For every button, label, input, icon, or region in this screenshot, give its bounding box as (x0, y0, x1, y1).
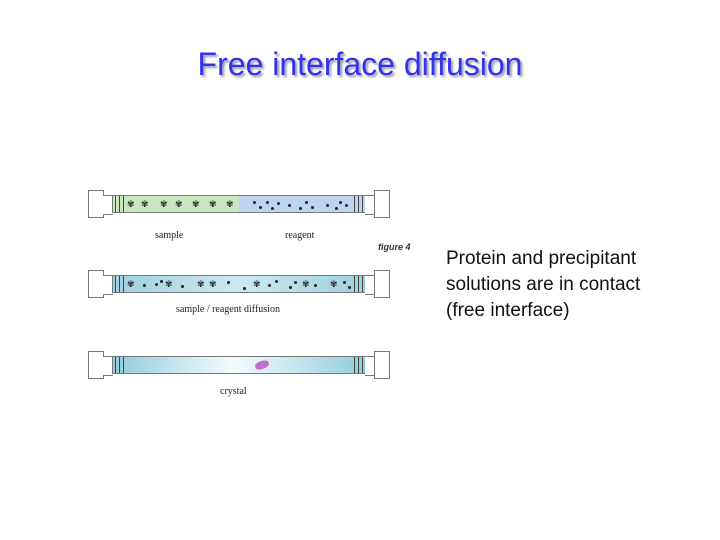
tube-body: ✾ ✾ ✾ ✾ ✾ ✾ ✾ (112, 195, 366, 213)
protein-icon: ✾ (160, 199, 168, 209)
tube-diffusion: ✾ ✾ ✾ ✾ ✾ ✾ ✾ (88, 270, 390, 300)
tube-cap-left (88, 190, 104, 218)
reagent-dot (253, 201, 256, 204)
tube-neck-left (103, 195, 113, 215)
equilibrated-solution (113, 357, 365, 373)
reagent-dot (275, 280, 278, 283)
reagent-dot (268, 284, 271, 287)
reagent-dot (343, 281, 346, 284)
plug-right (354, 276, 363, 292)
reagent-dot (266, 201, 269, 204)
tube-body (112, 356, 366, 374)
protein-icon: ✾ (302, 279, 310, 289)
protein-icon: ✾ (127, 199, 135, 209)
reagent-dot (181, 285, 184, 288)
figure-4: ✾ ✾ ✾ ✾ ✾ ✾ ✾ sample reagent figure 4 (88, 190, 428, 410)
reagent-dot (243, 287, 246, 290)
tube-cap-left (88, 270, 104, 298)
protein-icon: ✾ (175, 199, 183, 209)
plug-left (115, 196, 124, 212)
plug-left (115, 357, 124, 373)
protein-icon: ✾ (197, 279, 205, 289)
reagent-dot (326, 204, 329, 207)
sample-solution (113, 196, 239, 212)
mixed-solution (113, 276, 365, 292)
plug-left (115, 276, 124, 292)
protein-icon: ✾ (226, 199, 234, 209)
description-line: Protein and precipitant (446, 248, 637, 269)
reagent-dot (227, 281, 230, 284)
reagent-dot (288, 204, 291, 207)
reagent-dot (289, 286, 292, 289)
protein-icon: ✾ (192, 199, 200, 209)
tube-cap-left (88, 351, 104, 379)
reagent-dot (160, 280, 163, 283)
tube-cap-right (374, 351, 390, 379)
label-sample: sample (155, 230, 184, 241)
reagent-dot (271, 207, 274, 210)
reagent-dot (259, 206, 262, 209)
reagent-dot (305, 201, 308, 204)
figure-label: figure 4 (378, 242, 411, 252)
reagent-dot (335, 207, 338, 210)
reagent-dot (345, 204, 348, 207)
protein-icon: ✾ (165, 279, 173, 289)
tube-neck-right (365, 275, 375, 295)
tube-cap-right (374, 270, 390, 298)
label-crystal: crystal (220, 386, 247, 397)
reagent-dot (299, 207, 302, 210)
label-diffusion: sample / reagent diffusion (176, 304, 280, 315)
tube-neck-right (365, 356, 375, 376)
label-reagent: reagent (285, 230, 315, 241)
tube-initial: ✾ ✾ ✾ ✾ ✾ ✾ ✾ (88, 190, 390, 220)
tube-neck-left (103, 275, 113, 295)
tube-cap-right (374, 190, 390, 218)
tube-crystal (88, 351, 390, 381)
tube-neck-left (103, 356, 113, 376)
description-line: solutions are in contact (446, 274, 641, 295)
reagent-dot (294, 281, 297, 284)
description-line: (free interface) (446, 300, 570, 321)
reagent-solution (239, 196, 365, 212)
reagent-dot (311, 206, 314, 209)
tube-neck-right (365, 195, 375, 215)
reagent-dot (339, 201, 342, 204)
reagent-dot (277, 202, 280, 205)
plug-right (354, 357, 363, 373)
protein-icon: ✾ (253, 279, 261, 289)
protein-icon: ✾ (141, 199, 149, 209)
slide-title: Free interface diffusion (197, 46, 523, 82)
protein-icon: ✾ (127, 279, 135, 289)
protein-icon: ✾ (209, 199, 217, 209)
reagent-dot (348, 286, 351, 289)
tube-body: ✾ ✾ ✾ ✾ ✾ ✾ ✾ (112, 275, 366, 293)
reagent-dot (143, 284, 146, 287)
protein-icon: ✾ (330, 279, 338, 289)
plug-right (354, 196, 363, 212)
protein-icon: ✾ (209, 279, 217, 289)
reagent-dot (314, 284, 317, 287)
description-text: Protein and precipitant solutions are in… (446, 246, 706, 324)
reagent-dot (155, 283, 158, 286)
